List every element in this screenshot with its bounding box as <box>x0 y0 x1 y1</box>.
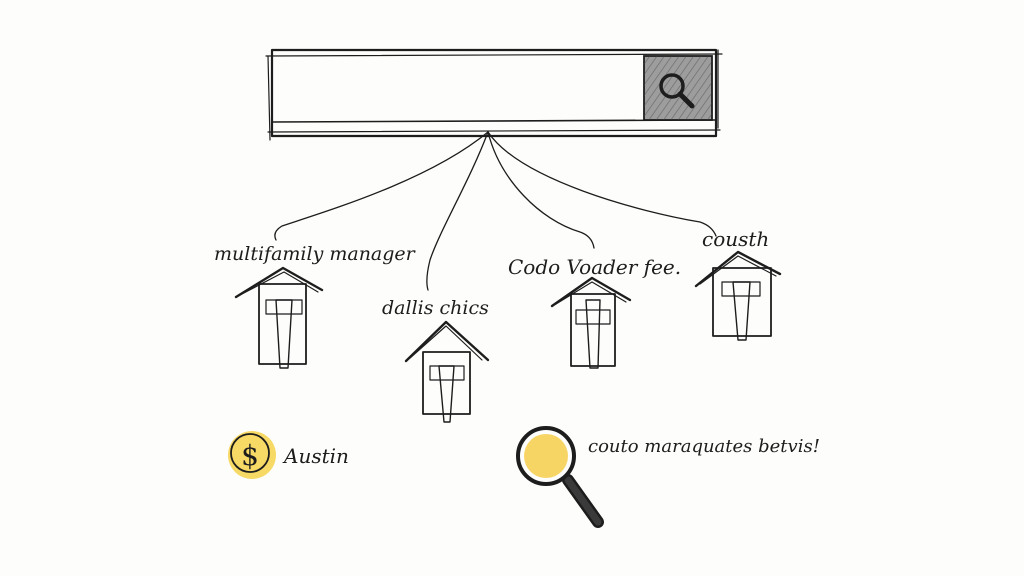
search-input[interactable] <box>276 56 640 118</box>
house-label-dallis: dallis chics <box>382 297 489 319</box>
search-button[interactable] <box>643 55 713 121</box>
house-multifamily: multifamily manager <box>214 243 417 369</box>
house-cousth: cousth <box>694 227 782 341</box>
house-icon <box>550 276 632 369</box>
magnifier-callout: couto maraquates betvis! <box>516 426 820 528</box>
svg-text:$: $ <box>241 439 259 472</box>
house-label-cousth: cousth <box>702 227 769 251</box>
house-icon <box>694 250 782 341</box>
house-icon <box>234 266 324 369</box>
connector-lines <box>274 131 717 291</box>
dollar-coin-icon: $ <box>228 431 276 479</box>
coin-label: Austin <box>282 444 349 468</box>
magnifying-glass-icon <box>516 426 604 528</box>
coin-austin: $ Austin <box>228 431 349 479</box>
house-codo: Codo Voader fee. <box>508 255 681 369</box>
house-label-codo: Codo Voader fee. <box>508 255 681 279</box>
magnifier-icon <box>659 73 695 109</box>
house-label-multifamily: multifamily manager <box>214 243 417 265</box>
magnifier-caption: couto maraquates betvis! <box>588 436 820 457</box>
house-icon <box>404 320 490 423</box>
search-bar[interactable] <box>265 48 723 141</box>
house-dallis: dallis chics <box>382 297 490 423</box>
